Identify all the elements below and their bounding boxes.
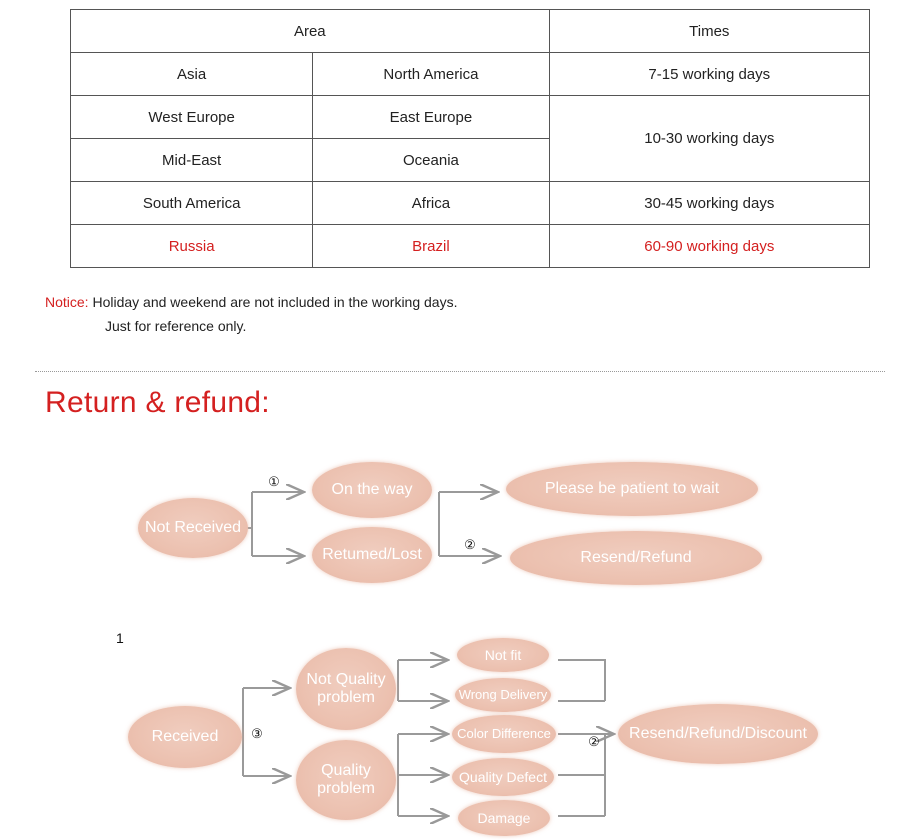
stray-number: 1 — [116, 630, 124, 646]
table-row: Asia North America 7-15 working days — [69, 52, 871, 96]
shipping-notice: Notice: Holiday and weekend are not incl… — [45, 290, 457, 338]
area-cell: Asia — [69, 52, 314, 96]
node-not-received: Not Received — [138, 498, 248, 558]
area-cell: West Europe — [69, 95, 314, 139]
node-returned-lost: Retumed/Lost — [312, 527, 432, 583]
section-title: Return & refund: — [45, 386, 270, 419]
area-cell: Mid-East — [69, 138, 314, 182]
table-header-row: Area Times — [70, 9, 871, 53]
shipping-times-table: Area Times Asia North America 7-15 worki… — [69, 9, 871, 268]
node-quality-problem: Quality problem — [296, 740, 396, 820]
step-marker: ③ — [251, 726, 263, 741]
node-not-quality-problem: Not Quality problem — [296, 648, 396, 730]
area-cell: South America — [69, 181, 314, 225]
header-area: Area — [70, 9, 550, 53]
node-on-the-way: On the way — [312, 462, 432, 518]
area-cell: East Europe — [312, 95, 550, 139]
area-cell: Russia — [69, 224, 314, 268]
time-cell: 10-30 working days — [548, 95, 871, 182]
step-marker: ② — [464, 537, 476, 552]
table-row-highlighted: Russia Brazil 60-90 working days — [69, 224, 871, 268]
notice-line-1: Holiday and weekend are not included in … — [88, 294, 458, 310]
time-cell: 7-15 working days — [548, 52, 871, 96]
table-row: Mid-East Oceania — [69, 138, 870, 182]
node-damage: Damage — [458, 800, 550, 836]
header-times: Times — [548, 9, 871, 53]
area-cell: North America — [312, 52, 550, 96]
node-color-difference: Color Difference — [452, 715, 556, 753]
notice-label: Notice: — [45, 294, 89, 310]
node-please-wait: Please be patient to wait — [506, 462, 758, 516]
step-marker: ② — [588, 734, 600, 749]
node-not-fit: Not fit — [457, 638, 549, 672]
node-quality-defect: Quality Defect — [452, 758, 554, 796]
area-cell: Africa — [312, 181, 550, 225]
node-wrong-delivery: Wrong Delivery — [455, 678, 551, 712]
step-marker: ① — [268, 474, 280, 489]
dotted-divider — [35, 371, 885, 372]
time-cell: 60-90 working days — [548, 224, 871, 268]
return-refund-flowchart: Not Received On the way Retumed/Lost Ple… — [0, 440, 919, 840]
connector — [558, 659, 606, 701]
table-row: West Europe East Europe 10-30 working da… — [69, 95, 871, 182]
notice-line-2: Just for reference only. — [105, 318, 247, 334]
node-received: Received — [128, 706, 242, 768]
table-row: South America Africa 30-45 working days — [69, 181, 871, 225]
node-resend-refund-discount: Resend/Refund/Discount — [618, 704, 818, 764]
node-resend-refund: Resend/Refund — [510, 531, 762, 585]
area-cell: Oceania — [312, 138, 550, 182]
time-cell: 30-45 working days — [548, 181, 871, 225]
area-cell: Brazil — [312, 224, 550, 268]
